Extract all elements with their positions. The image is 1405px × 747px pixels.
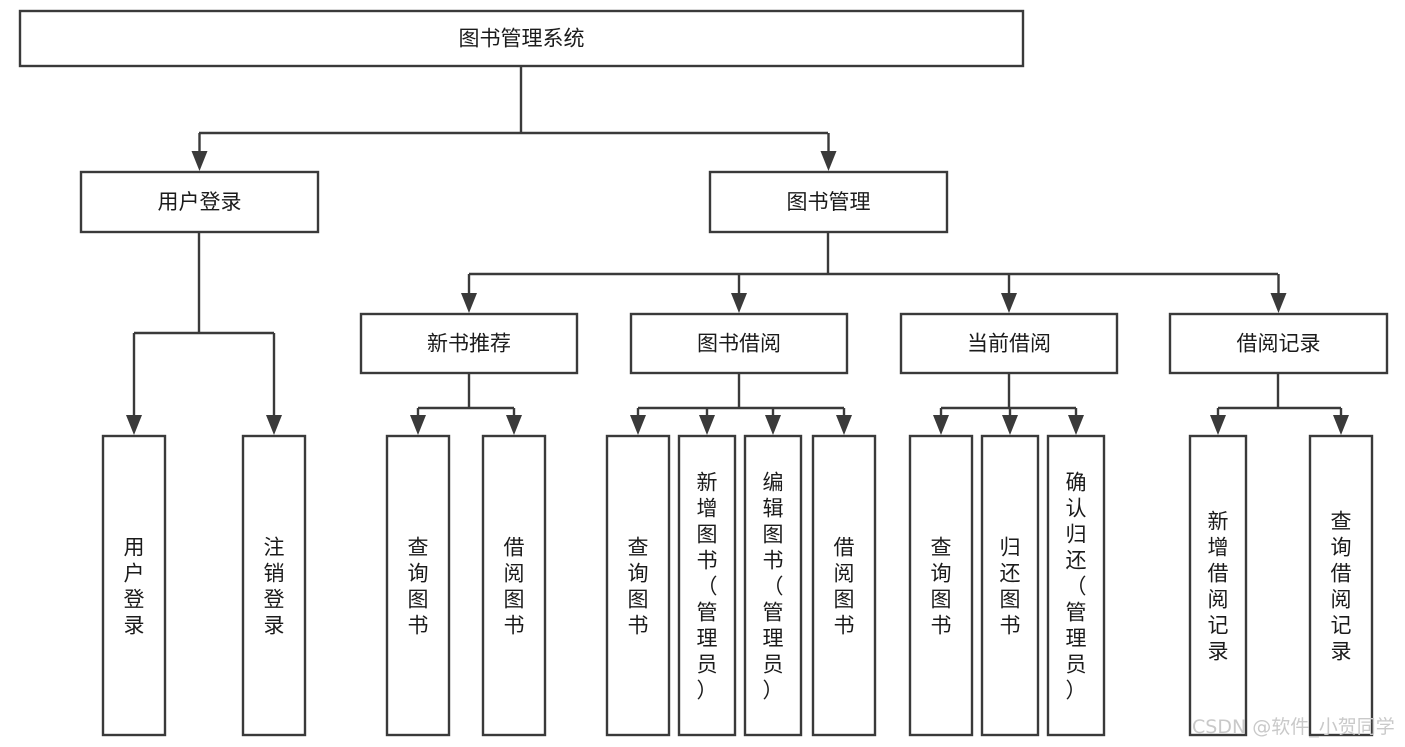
arrow-head-icon	[461, 293, 477, 313]
node-leaf-return-book[interactable]: 归还图书	[980, 434, 1040, 737]
node-box-leaf-user-login[interactable]	[101, 434, 167, 737]
node-box-leaf-confirm-return[interactable]	[1046, 434, 1106, 737]
node-box-leaf-query-book-1[interactable]	[385, 434, 451, 737]
node-user-login[interactable]: 用户登录	[79, 170, 320, 234]
node-box-leaf-add-book[interactable]	[677, 434, 737, 737]
arrow-head-icon	[410, 415, 426, 435]
node-label-leaf-user-login: 用户登录	[124, 536, 145, 638]
arrow-head-icon	[1333, 415, 1349, 435]
node-label-current-borrow: 当前借阅	[967, 332, 1051, 356]
node-leaf-confirm-return[interactable]: 确认归还（管理员）	[1046, 434, 1106, 737]
node-label-borrow-record: 借阅记录	[1237, 332, 1321, 356]
node-box-current-borrow[interactable]	[899, 312, 1119, 375]
arrow-head-icon	[266, 415, 282, 435]
arrow-head-icon	[1001, 293, 1017, 313]
node-box-book-manage[interactable]	[708, 170, 949, 234]
node-leaf-query-book-1[interactable]: 查询图书	[385, 434, 451, 737]
arrow-head-icon	[820, 151, 837, 171]
node-label-leaf-query-book-3: 查询图书	[931, 536, 952, 638]
arrow-head-icon	[1002, 415, 1018, 435]
node-label-root: 图书管理系统	[459, 27, 585, 51]
node-label-leaf-return-book: 归还图书	[1000, 536, 1021, 638]
node-leaf-add-book[interactable]: 新增图书（管理员）	[677, 434, 737, 737]
edges-layer	[126, 66, 1349, 435]
boxes-layer: 图书管理系统用户登录图书管理新书推荐图书借阅当前借阅借阅记录用户登录注销登录查询…	[18, 9, 1389, 737]
node-borrow-record[interactable]: 借阅记录	[1168, 312, 1389, 375]
node-label-leaf-user-logout: 注销登录	[264, 536, 285, 638]
node-leaf-user-logout[interactable]: 注销登录	[241, 434, 307, 737]
node-leaf-borrow-book-2[interactable]: 借阅图书	[811, 434, 877, 737]
arrow-head-icon	[1210, 415, 1226, 435]
node-label-leaf-edit-book: 编辑图书（管理员）	[763, 471, 784, 703]
node-label-leaf-borrow-book-1: 借阅图书	[504, 536, 525, 638]
arrow-head-icon	[731, 293, 747, 313]
node-leaf-query-record[interactable]: 查询借阅记录	[1308, 434, 1374, 737]
node-box-book-borrow[interactable]	[629, 312, 849, 375]
node-root[interactable]: 图书管理系统	[18, 9, 1025, 68]
node-box-leaf-user-logout[interactable]	[241, 434, 307, 737]
arrow-head-icon	[630, 415, 646, 435]
node-box-leaf-add-record[interactable]	[1188, 434, 1248, 737]
node-label-book-borrow: 图书借阅	[697, 332, 781, 356]
node-label-leaf-borrow-book-2: 借阅图书	[834, 536, 855, 638]
node-label-leaf-query-record: 查询借阅记录	[1331, 510, 1352, 664]
arrow-head-icon	[1270, 293, 1287, 313]
node-box-root[interactable]	[18, 9, 1025, 68]
node-label-leaf-add-record: 新增借阅记录	[1208, 510, 1229, 664]
node-label-leaf-add-book: 新增图书（管理员）	[697, 471, 718, 703]
node-box-user-login[interactable]	[79, 170, 320, 234]
arrow-head-icon	[933, 415, 949, 435]
node-leaf-user-login[interactable]: 用户登录	[101, 434, 167, 737]
watermark-label: CSDN @软件_小贺同学	[1192, 716, 1395, 738]
node-label-user-login: 用户登录	[158, 190, 242, 214]
node-book-manage[interactable]: 图书管理	[708, 170, 949, 234]
node-label-leaf-confirm-return: 确认归还（管理员）	[1066, 471, 1087, 703]
node-box-borrow-record[interactable]	[1168, 312, 1389, 375]
node-leaf-query-book-2[interactable]: 查询图书	[605, 434, 671, 737]
node-box-leaf-return-book[interactable]	[980, 434, 1040, 737]
arrow-head-icon	[836, 415, 852, 435]
node-leaf-add-record[interactable]: 新增借阅记录	[1188, 434, 1248, 737]
arrow-head-icon	[1068, 415, 1084, 435]
node-leaf-borrow-book-1[interactable]: 借阅图书	[481, 434, 547, 737]
node-box-leaf-query-record[interactable]	[1308, 434, 1374, 737]
node-box-leaf-query-book-3[interactable]	[908, 434, 974, 737]
node-label-new-book-recommend: 新书推荐	[427, 332, 511, 356]
node-box-new-book-recommend[interactable]	[359, 312, 579, 375]
node-box-leaf-edit-book[interactable]	[743, 434, 803, 737]
node-box-leaf-query-book-2[interactable]	[605, 434, 671, 737]
node-new-book-recommend[interactable]: 新书推荐	[359, 312, 579, 375]
arrow-head-icon	[506, 415, 522, 435]
node-box-leaf-borrow-book-1[interactable]	[481, 434, 547, 737]
node-current-borrow[interactable]: 当前借阅	[899, 312, 1119, 375]
node-label-book-manage: 图书管理	[787, 190, 871, 214]
arrow-head-icon	[191, 151, 208, 171]
node-book-borrow[interactable]: 图书借阅	[629, 312, 849, 375]
arrow-head-icon	[699, 415, 715, 435]
node-leaf-edit-book[interactable]: 编辑图书（管理员）	[743, 434, 803, 737]
node-label-leaf-query-book-2: 查询图书	[628, 536, 649, 638]
arrow-head-icon	[126, 415, 142, 435]
arrow-head-icon	[765, 415, 781, 435]
node-leaf-query-book-3[interactable]: 查询图书	[908, 434, 974, 737]
node-label-leaf-query-book-1: 查询图书	[408, 536, 429, 638]
node-box-leaf-borrow-book-2[interactable]	[811, 434, 877, 737]
